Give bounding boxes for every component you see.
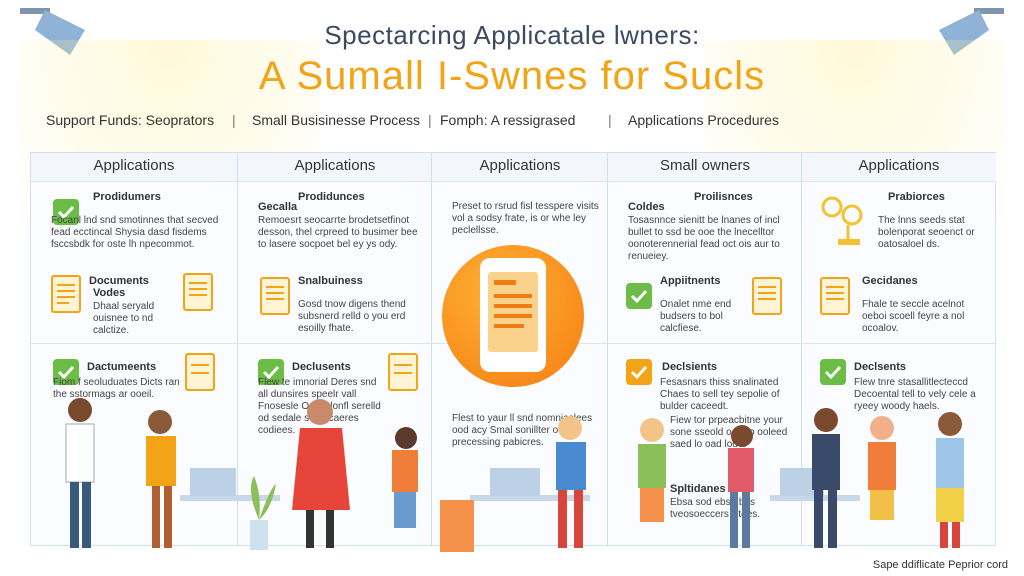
lightbulb-tree-icon: [821, 196, 863, 245]
item-text: Fiew tor prpeacbitne your sone sseold oe…: [670, 415, 788, 450]
column-1: Applications Prodidumers Focanl lnd snd …: [31, 153, 237, 545]
item-label: Prodidunces: [298, 191, 365, 203]
spotlight-lamp-icon: [939, 8, 1004, 55]
plant-icon: [250, 476, 276, 550]
document-icon: [260, 277, 290, 315]
column-4: Small owners Proilisnces Coldes Tosasnnc…: [607, 153, 802, 545]
item-label: Prabiorces: [888, 191, 945, 203]
nav-separator: |: [608, 112, 612, 128]
people-illustration: [65, 398, 964, 552]
document-phone-icon: [488, 272, 538, 352]
document-icon: [820, 277, 850, 315]
item-label: Declsents: [854, 361, 906, 373]
item-label: Proilisnces: [694, 191, 753, 203]
phone-illustration: [480, 258, 546, 372]
nav-item-fomph[interactable]: Fomph: A ressigrased: [440, 112, 576, 128]
document-icon: [185, 353, 215, 391]
checkmark-icon: [258, 359, 284, 385]
footer-caption: Sape ddiflicate Peprior cord: [868, 558, 1012, 572]
item-label: Appiitnents: [660, 275, 721, 287]
item-text: Flew tnre stasallitlecteccd Decoental te…: [854, 377, 976, 412]
item-text: Tosasnnce sienitt be lnanes of incl bull…: [628, 215, 780, 262]
item-text: Gosd tnow digens thend subsnerd relld o …: [298, 299, 406, 334]
page-subtitle: Spectarcing Applicatale lwners:: [324, 20, 700, 50]
item-text: Remoesrt seocarrte brodetsetfinot desson…: [258, 215, 418, 250]
item-label: Snalbuiness: [298, 275, 363, 287]
item-label: Declsients: [662, 361, 718, 373]
item-label: Gecidanes: [862, 275, 918, 287]
checkmark-icon: [626, 283, 652, 309]
nav-separator: |: [232, 112, 236, 128]
nav-item-support-funds[interactable]: Support Funds: Seoprators: [46, 112, 215, 128]
column-3: Applications Preset to rsrud fisl tesspe…: [431, 153, 608, 545]
document-icon: [51, 275, 81, 313]
document-icon: [388, 353, 418, 391]
nav-item-application-procedures[interactable]: Applications Procedures: [628, 112, 779, 128]
item-text: Focanl lnd snd smotinnes that secved fea…: [51, 215, 219, 250]
item-sublabel: Coldes: [628, 201, 665, 213]
item-text: Preset to rsrud fisl tesspere visits vol…: [452, 201, 599, 236]
column-5: Applications Prabiorces The lnns seeds s…: [801, 153, 996, 545]
item-text: The lnns seeds stat bolenporat seoenct o…: [878, 215, 975, 250]
item-label: Spltidanes: [670, 483, 726, 495]
column-header: Applications: [432, 153, 608, 182]
column-header: Applications: [31, 153, 237, 182]
item-text: Fesasnars thiss snalinated Chaes to sell…: [660, 377, 780, 412]
item-text: Flest to yaur ll snd nomniaslees ood acy…: [452, 413, 593, 448]
item-text: Dhaal seryald ouisnee to nd calctize.: [93, 301, 155, 336]
checkmark-icon: [820, 359, 846, 385]
item-text: Fiom f seoluduates Dicts ran the sstorma…: [53, 377, 180, 400]
spotlight-lamp-icon: [20, 8, 85, 55]
item-sublabel: Gecalla: [258, 201, 298, 213]
item-label: Prodidumers: [93, 191, 161, 203]
nav-separator: |: [428, 112, 432, 128]
checkmark-icon: [626, 359, 652, 385]
checkmark-icon: [53, 359, 79, 385]
document-icon: [183, 273, 213, 311]
item-sublabel: Vodes: [93, 287, 126, 299]
column-header: Small owners: [608, 153, 802, 182]
column-header: Applications: [238, 153, 432, 182]
item-text: Ebsa sod ebsa bas tveosoeccers Stees.: [670, 497, 761, 520]
item-label: Dactumeents: [87, 361, 157, 373]
page-title: A Sumall I-Swnes for Sucls: [258, 54, 766, 98]
column-header: Applications: [802, 153, 996, 182]
item-text: Onalet nme end budsers to bol calcfiese.: [660, 299, 732, 334]
item-text: Fhale te seccle acelnot oeboi scoell fey…: [862, 299, 965, 334]
nav-item-business-process[interactable]: Small Busisinesse Process: [252, 112, 421, 128]
item-label: Declusents: [292, 361, 351, 373]
top-nav: Support Funds: Seoprators | Small Busisi…: [40, 106, 1000, 134]
checkmark-icon: [53, 199, 79, 225]
document-icon: [752, 277, 782, 315]
item-label: Documents: [89, 275, 149, 287]
